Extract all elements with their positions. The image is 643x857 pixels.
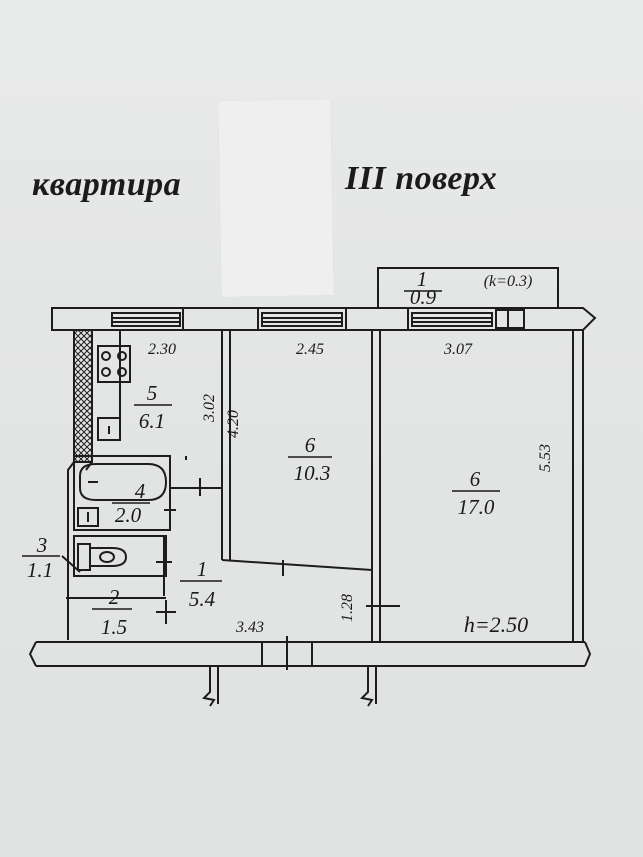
ceiling-height: h=2.50 (464, 612, 528, 637)
dim-room-big-width: 3.07 (443, 341, 473, 358)
hall-area: 5.4 (189, 587, 216, 611)
wc-block (73, 535, 167, 577)
room-big-area: 17.0 (458, 495, 495, 519)
hatched-wall (73, 329, 93, 463)
stove-icon (97, 345, 131, 383)
dim-room-big-depth: 5.53 (537, 444, 554, 472)
balcony-number: 1 (417, 267, 428, 291)
dim-kitchen-width: 2.30 (148, 341, 176, 358)
dim-room-mid-width: 2.45 (296, 341, 324, 358)
floor-title: III поверх (345, 160, 498, 197)
washbasin-icon (77, 507, 99, 527)
balcony-coefficient: (k=0.3) (484, 273, 533, 290)
dim-passage-depth: 1.28 (339, 594, 356, 622)
window-room-big (411, 312, 493, 327)
bath-area: 2.0 (115, 503, 142, 527)
sink-icon (97, 417, 121, 441)
closet-number: 2 (109, 585, 120, 609)
hall-number: 1 (197, 557, 208, 581)
apartment-title: квартира (32, 166, 182, 203)
bath-number: 4 (135, 479, 146, 503)
toilet-icon (77, 543, 128, 571)
window-kitchen (111, 312, 181, 327)
balcony-area: 0.9 (410, 285, 437, 309)
kitchen-area: 6.1 (139, 409, 165, 433)
wc-number: 3 (36, 533, 48, 557)
wc-area: 1.1 (27, 558, 53, 582)
balcony-door (495, 309, 525, 329)
dim-kitchen-depth: 3.02 (201, 394, 218, 423)
window-room-mid (261, 312, 343, 327)
room-mid-number: 6 (305, 433, 316, 457)
dim-hall-width: 3.43 (235, 619, 264, 636)
dim-room-mid-depth: 4.20 (225, 410, 242, 438)
bathtub-icon (79, 463, 168, 501)
kitchen-number: 5 (147, 381, 158, 405)
room-mid-area: 10.3 (294, 461, 331, 485)
room-big-number: 6 (470, 467, 481, 491)
closet-area: 1.5 (101, 615, 127, 639)
exterior-wall-top (51, 307, 597, 331)
